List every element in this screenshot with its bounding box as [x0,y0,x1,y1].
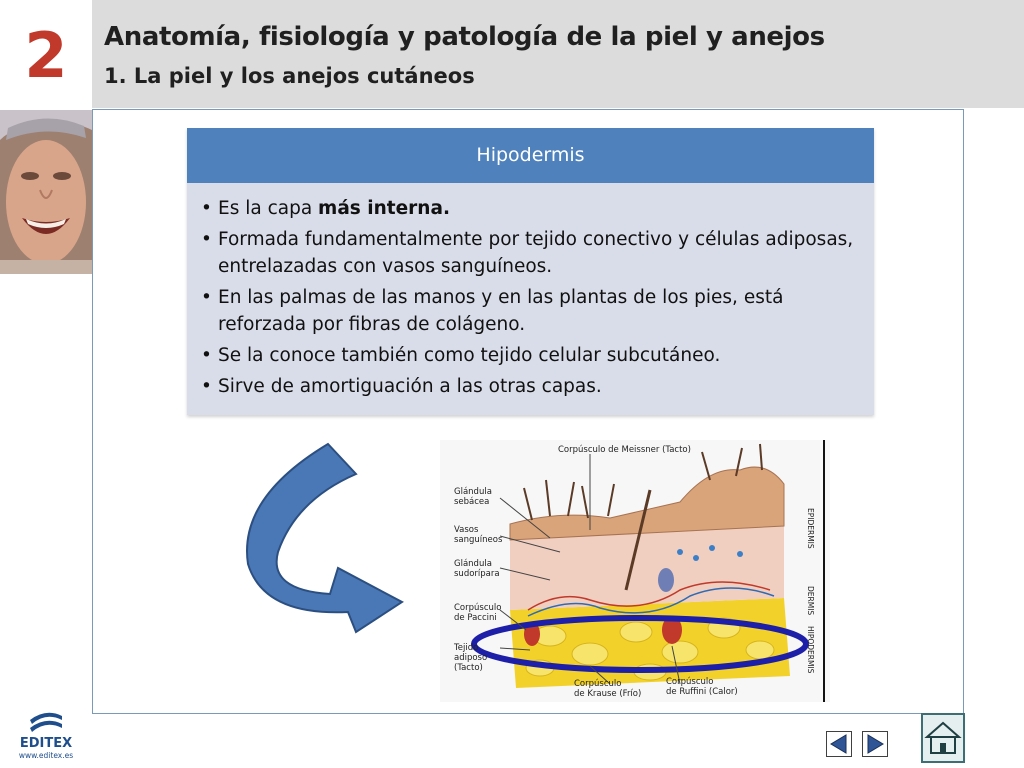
list-item: Formada fundamentalmente por tejido cone… [201,226,854,280]
logo-url: www.editex.es [18,751,74,760]
editex-logo-icon [30,712,62,732]
label-sudoripara-2: sudorípara [454,569,500,579]
label-sebacea-1: Glándula [454,487,492,497]
label-krause-1: Corpúsculo [574,679,621,689]
logo-name: EDITEX [19,736,73,751]
label-krause-2: de Krause (Frío) [574,689,641,699]
label-ruffini-1: Corpúsculo [666,677,713,687]
label-adiposo-2: adiposo [454,653,487,663]
editex-logo: EDITEX www.editex.es [14,708,78,764]
label-meissner: Corpúsculo de Meissner (Tacto) [558,445,691,455]
home-button[interactable] [921,713,965,763]
hipodermis-highlight-ellipse [471,615,809,673]
skin-cross-section-diagram: Corpúsculo de Meissner (Tacto) Glándula … [440,440,830,702]
label-sudoripara-1: Glándula [454,559,492,569]
curved-arrow-icon [246,442,404,634]
label-pacini-1: Corpúsculo [454,603,501,613]
header-bar [92,0,1024,108]
home-icon [924,721,962,754]
previous-slide-button[interactable] [826,731,852,757]
label-vasos-1: Vasos [454,525,479,535]
label-epidermis: EPIDERMIS [806,508,815,549]
label-adiposo-3: (Tacto) [454,663,483,673]
arrow-right-icon [867,734,884,754]
list-item: Sirve de amortiguación a las otras capas… [201,373,854,400]
header: 2 Anatomía, fisiología y patología de la… [0,0,1024,108]
page-title: Anatomía, fisiología y patología de la p… [104,22,825,52]
info-list: Es la capa más interna. Formada fundamen… [187,183,874,400]
list-item: En las palmas de las manos y en las plan… [201,284,854,338]
label-vasos-2: sanguíneos [454,535,503,545]
list-item: Es la capa más interna. [201,195,854,222]
hipodermis-info-box: Hipodermis Es la capa más interna. Forma… [187,128,874,415]
unit-number: 2 [24,19,68,92]
epidermis-layer [509,466,785,541]
arrow-left-icon [830,734,847,754]
dermis-layer [510,526,784,610]
label-hipodermis: HIPODERMIS [806,626,815,674]
page-subtitle: 1. La piel y los anejos cutáneos [104,64,475,88]
next-slide-button[interactable] [862,731,888,757]
list-item: Se la conoce también como tejido celular… [201,342,854,369]
label-sebacea-2: sebácea [454,497,489,507]
label-ruffini-2: de Ruffini (Calor) [666,687,738,697]
info-box-heading: Hipodermis [187,128,874,183]
label-adiposo-1: Tejido [453,643,478,653]
smiling-woman-photo [0,110,92,274]
label-dermis: DERMIS [806,586,815,615]
label-pacini-2: de Paccini [454,613,497,623]
